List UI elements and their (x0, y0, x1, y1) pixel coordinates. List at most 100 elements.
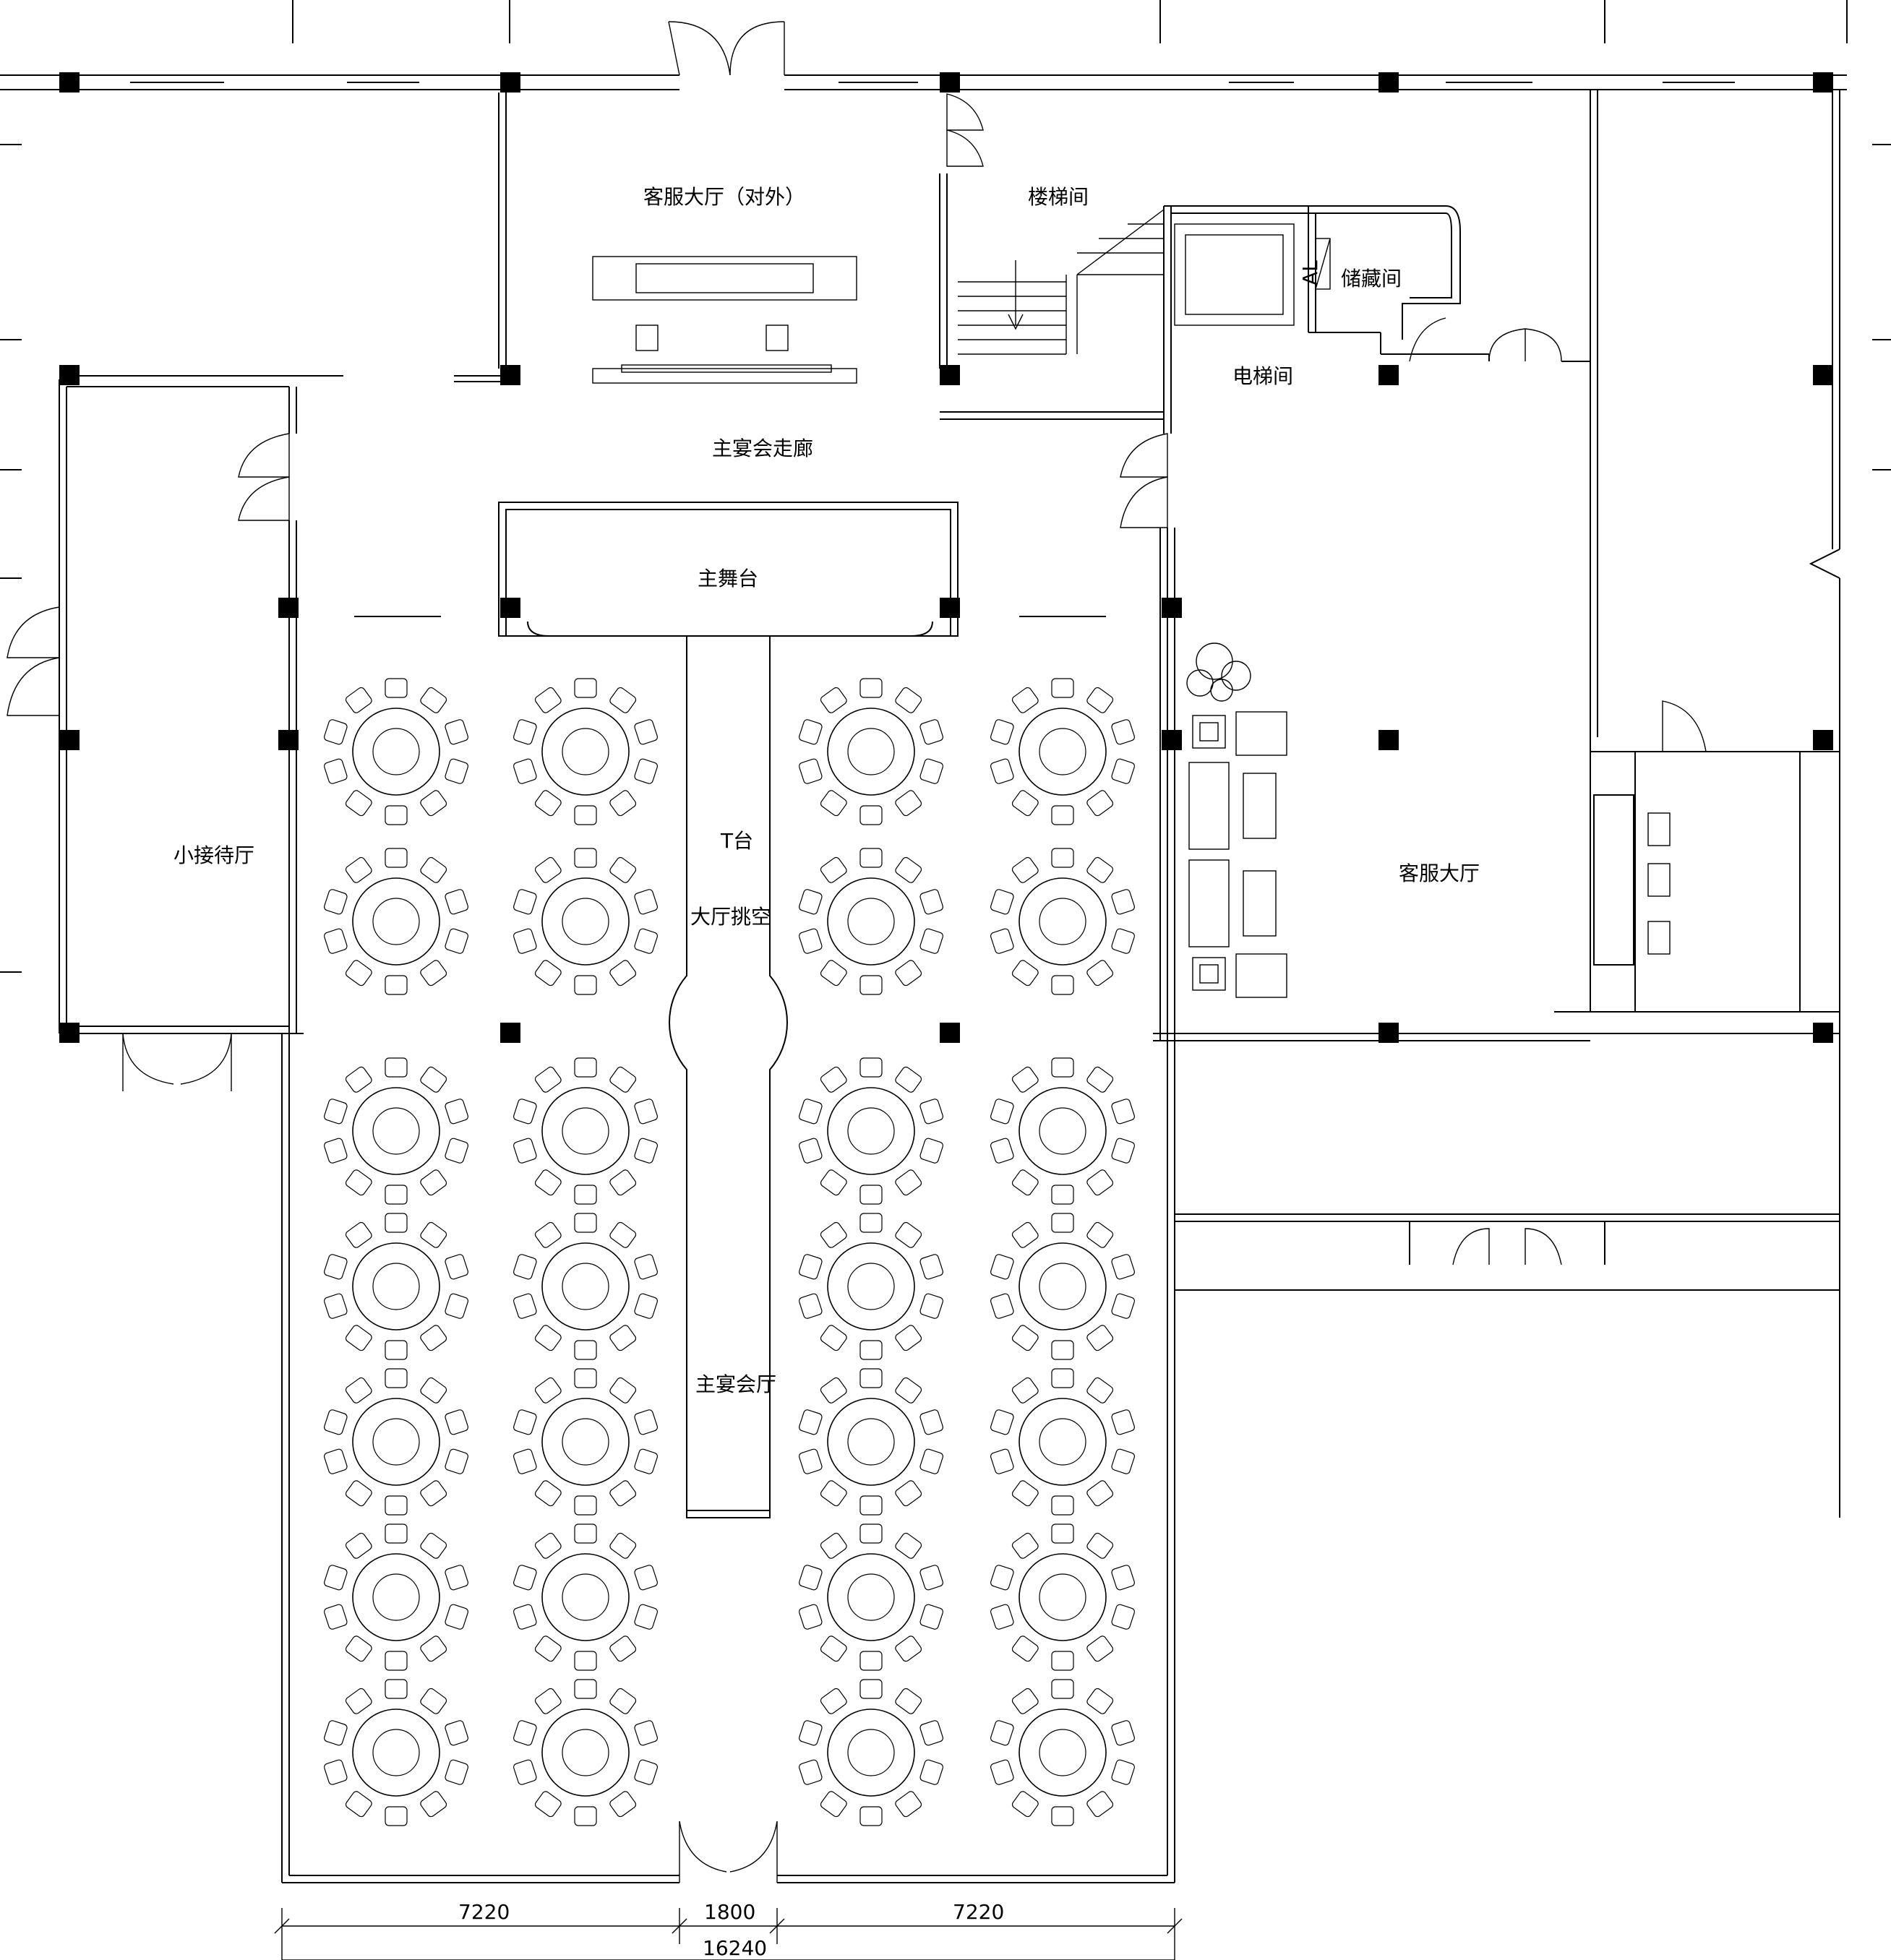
chair-icon (324, 1565, 348, 1591)
door-swing-icon (7, 606, 60, 658)
chair-icon (919, 1565, 943, 1591)
chair-icon (895, 1221, 922, 1248)
t-stage-runway (527, 621, 933, 1518)
dimension-right: 7220 (953, 1900, 1004, 1924)
chair-icon (1111, 1448, 1136, 1474)
chair-icon (1051, 678, 1074, 698)
structural-column-icon (1378, 365, 1399, 385)
chair-icon (385, 848, 408, 868)
chair-icon (445, 889, 468, 915)
chair-icon (1111, 889, 1135, 915)
chair-icon (1051, 1057, 1074, 1078)
chair-icon (634, 1409, 658, 1435)
chair-icon (1051, 1806, 1074, 1826)
chair-icon (1011, 1688, 1039, 1714)
chair-icon (919, 1448, 944, 1474)
structural-column-icon (1162, 598, 1182, 618)
room-label-service-hall: 客服大厅 (1399, 861, 1480, 885)
round-banquet-table-icon (513, 848, 659, 995)
chair-icon (895, 960, 922, 987)
chair-icon (345, 1636, 372, 1662)
round-banquet-table-icon (990, 678, 1136, 825)
chair-icon (859, 678, 883, 698)
round-banquet-table-icon (798, 1523, 944, 1671)
chair-icon (799, 1409, 823, 1435)
chair-icon (990, 1099, 1014, 1125)
chair-icon (634, 719, 658, 745)
chair-icon (609, 1169, 637, 1196)
door-swing-icon (1120, 476, 1168, 528)
door-swings (7, 93, 1707, 1883)
chair-icon (1086, 1377, 1114, 1404)
chair-icon (609, 1791, 637, 1818)
structural-column-icon (940, 365, 960, 385)
chair-icon (1011, 687, 1039, 713)
chair-icon (798, 1293, 823, 1319)
chair-icon (609, 1221, 637, 1248)
chair-icon (534, 856, 562, 883)
chair-icon (859, 1523, 883, 1544)
chair-icon (990, 928, 1014, 954)
chair-icon (385, 1213, 408, 1233)
chair-icon (634, 1448, 659, 1474)
chair-icon (1111, 1138, 1136, 1164)
chair-icon (574, 678, 597, 698)
chair-icon (895, 790, 922, 817)
chair-icon (1086, 1636, 1114, 1662)
chair-icon (634, 1099, 658, 1125)
potted-plant-icon (1186, 642, 1251, 702)
main-stage (354, 502, 1106, 637)
chair-icon (990, 1254, 1014, 1280)
round-banquet-table-icon (323, 1057, 469, 1205)
chair-icon (634, 1565, 658, 1591)
sofa-icon (1188, 762, 1230, 850)
chair-icon (1011, 856, 1039, 883)
chair-icon (990, 1720, 1014, 1746)
chair-icon (859, 805, 883, 825)
chair-icon (574, 1185, 597, 1205)
chair-icon (420, 960, 447, 987)
chair-icon (574, 1368, 597, 1388)
structural-column-icon (1378, 72, 1399, 93)
chair-icon (1086, 790, 1114, 817)
chair-icon (919, 758, 944, 784)
chair-icon (574, 1340, 597, 1360)
chair-icon (324, 719, 348, 745)
chair-icon (1111, 1604, 1136, 1630)
chair-icon (324, 1254, 348, 1280)
round-banquet-table-icon (798, 678, 944, 825)
chair-icon (859, 1368, 883, 1388)
chair-icon (609, 1066, 637, 1093)
door-swing-icon (729, 1821, 778, 1873)
chair-icon (609, 960, 637, 987)
chair-icon (445, 1409, 468, 1435)
chair-icon (798, 1604, 823, 1630)
chair-icon (1086, 1169, 1114, 1196)
structural-column-icon (500, 365, 520, 385)
chair-icon (820, 687, 847, 713)
chair-icon (919, 889, 943, 915)
chair-icon (859, 1806, 883, 1826)
chair-icon (513, 928, 537, 954)
chair-icon (990, 1448, 1014, 1474)
chair-icon (799, 889, 823, 915)
chair-icon (634, 889, 658, 915)
door-swing-icon (1120, 433, 1168, 478)
chair-icon (323, 1293, 348, 1319)
chair-icon (574, 1651, 597, 1671)
chair-icon (895, 1066, 922, 1093)
sofa-icon (1235, 953, 1287, 998)
structural-column-icon (1813, 730, 1833, 750)
chair-icon (634, 1604, 659, 1630)
chair-icon (534, 687, 562, 713)
structural-column-icon (59, 72, 80, 93)
chair-icon (1051, 975, 1074, 995)
lounge-furniture (1186, 642, 1287, 998)
chair-icon (445, 1565, 468, 1591)
round-banquet-table-icon (990, 1368, 1136, 1516)
round-banquet-table-icon (990, 848, 1136, 995)
structural-column-icon (1813, 72, 1833, 93)
room-label-main-stage: 主舞台 (698, 567, 758, 590)
room-label-service-hall-external: 客服大厅（对外） (643, 185, 805, 209)
chair-icon (820, 1169, 847, 1196)
